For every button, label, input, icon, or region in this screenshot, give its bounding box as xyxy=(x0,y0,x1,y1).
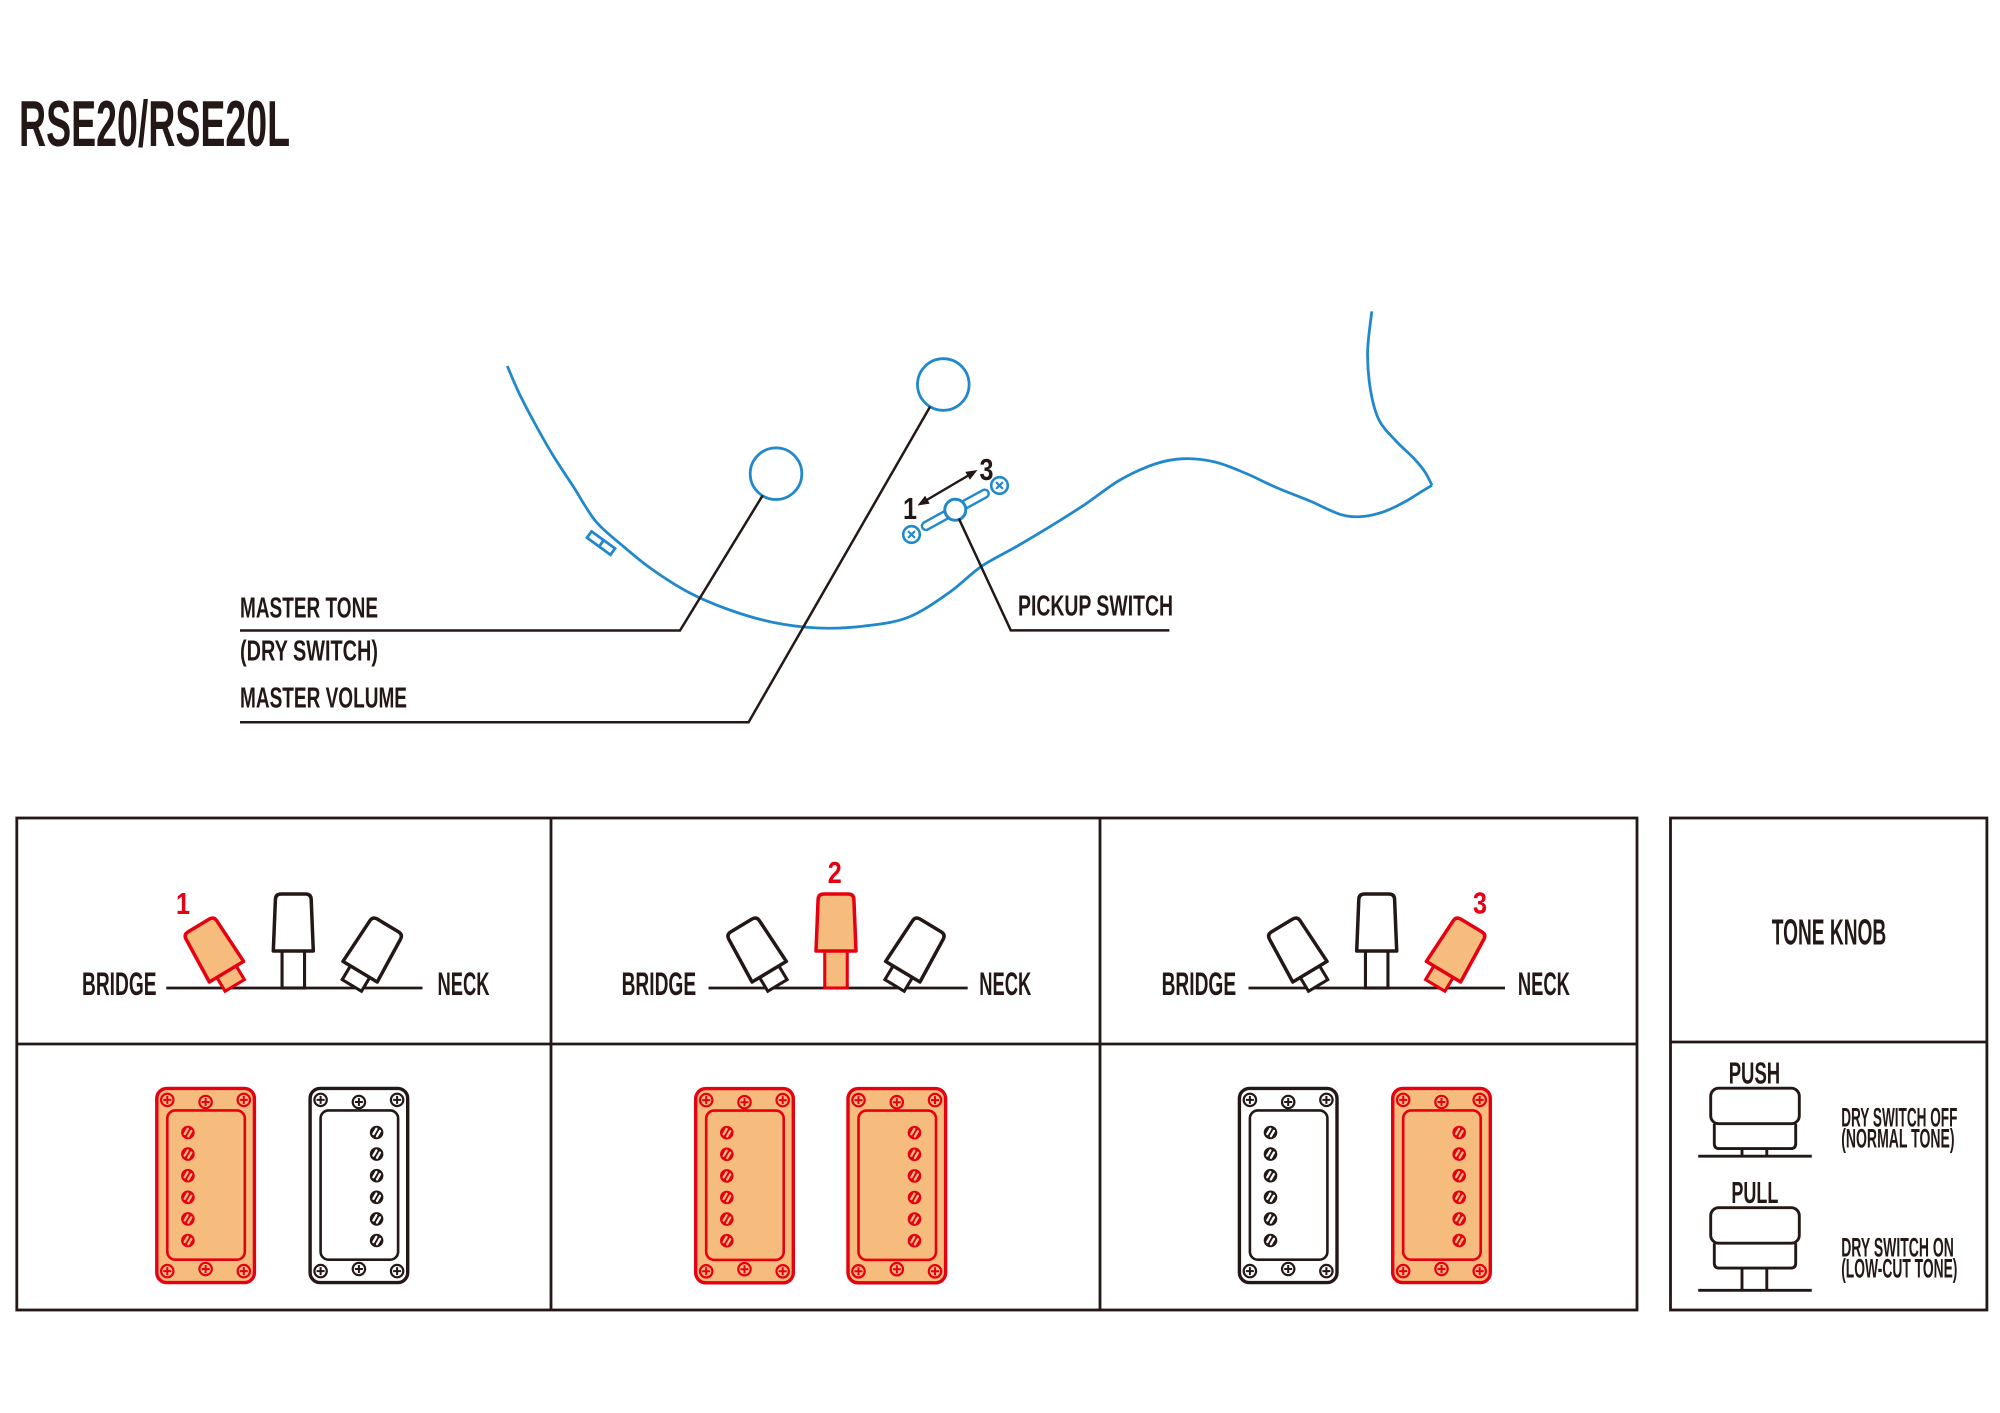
svg-text:DRY SWITCH ON: DRY SWITCH ON xyxy=(1841,1233,1954,1263)
svg-text:3: 3 xyxy=(1473,886,1487,921)
svg-text:BRIDGE: BRIDGE xyxy=(622,966,697,1002)
svg-text:DRY SWITCH OFF: DRY SWITCH OFF xyxy=(1841,1103,1957,1133)
svg-text:RSE20/RSE20L: RSE20/RSE20L xyxy=(19,87,290,160)
svg-text:(LOW-CUT TONE): (LOW-CUT TONE) xyxy=(1841,1253,1957,1283)
svg-text:NECK: NECK xyxy=(979,966,1031,1002)
svg-text:BRIDGE: BRIDGE xyxy=(1162,966,1237,1002)
svg-text:NECK: NECK xyxy=(1518,966,1570,1002)
svg-text:BRIDGE: BRIDGE xyxy=(82,966,157,1002)
svg-text:1: 1 xyxy=(903,491,917,526)
svg-text:PUSH: PUSH xyxy=(1729,1056,1781,1091)
svg-text:(DRY SWITCH): (DRY SWITCH) xyxy=(240,636,378,668)
svg-text:2: 2 xyxy=(828,855,842,890)
svg-text:3: 3 xyxy=(980,452,994,487)
svg-text:PICKUP SWITCH: PICKUP SWITCH xyxy=(1018,591,1173,623)
svg-text:(NORMAL TONE): (NORMAL TONE) xyxy=(1841,1123,1954,1153)
svg-text:MASTER TONE: MASTER TONE xyxy=(240,593,378,625)
svg-text:NECK: NECK xyxy=(438,966,490,1002)
svg-text:PULL: PULL xyxy=(1731,1175,1778,1210)
svg-text:TONE KNOB: TONE KNOB xyxy=(1772,912,1887,953)
svg-text:1: 1 xyxy=(176,886,190,921)
svg-text:MASTER VOLUME: MASTER VOLUME xyxy=(240,683,407,715)
